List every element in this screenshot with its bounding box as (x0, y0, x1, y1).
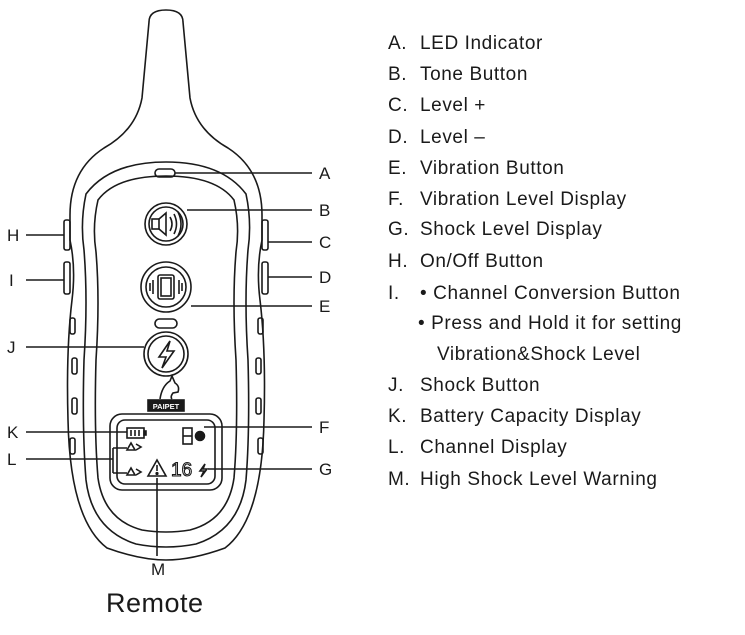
callout-c: C (319, 233, 331, 252)
tone-button[interactable] (144, 202, 188, 246)
side-button-level-plus[interactable] (261, 219, 269, 251)
legend-item-c: C. Level + (388, 95, 486, 117)
legend-key: F. (388, 189, 404, 210)
legend-text: Tone Button (420, 64, 529, 85)
remote-body-outline (66, 9, 266, 561)
side-grip-right-2 (255, 357, 262, 375)
shock-button[interactable] (143, 331, 189, 377)
legend-text: Vibration Level Display (420, 189, 627, 210)
legend-text: Vibration Button (420, 158, 565, 179)
callout-b: B (319, 201, 330, 220)
side-grip-right-4 (257, 437, 264, 455)
legend-item-a: A. LED Indicator (388, 33, 543, 55)
lightning-icon (157, 340, 176, 369)
legend-key: D. (388, 127, 409, 148)
shock-level-lightning-icon (198, 463, 209, 478)
legend-key: B. (388, 64, 408, 85)
side-button-on-off[interactable] (63, 219, 71, 251)
channel-b-icon (125, 466, 143, 476)
legend-item-k: K. Battery Capacity Display (388, 406, 641, 428)
vibration-button-ring (145, 266, 187, 308)
side-grip-left-4 (69, 437, 76, 455)
legend-text: High Shock Level Warning (420, 469, 658, 490)
legend-item-m: M. High Shock Level Warning (388, 469, 658, 491)
legend-text: Battery Capacity Display (420, 406, 642, 427)
legend-item-h: H. On/Off Button (388, 251, 544, 273)
legend-item-i-sub: • Press and Hold it for setting (418, 313, 682, 335)
legend-key: L. (388, 437, 406, 458)
legend-text: LED Indicator (420, 33, 543, 54)
shock-button-ring (147, 335, 185, 373)
brand-logo-icon (147, 373, 185, 412)
callout-j: J (7, 338, 16, 357)
side-button-channel[interactable] (63, 261, 71, 295)
legend-item-b: B. Tone Button (388, 64, 528, 86)
callout-k: K (7, 423, 19, 442)
legend-item-i: I. • Channel Conversion Button (388, 283, 681, 305)
legend-item-f: F. Vibration Level Display (388, 189, 627, 211)
legend-key: H. (388, 251, 409, 272)
pill-indicator (154, 318, 178, 329)
side-grip-left-2 (71, 357, 78, 375)
battery-icon (126, 427, 147, 439)
side-grip-left-3 (71, 397, 78, 415)
legend-text: Vibration&Shock Level (437, 344, 641, 365)
legend-text: Level + (420, 95, 486, 116)
callout-a: A (319, 164, 331, 183)
side-grip-left-1 (69, 317, 76, 335)
vibration-level-digit-icon (182, 427, 206, 445)
callout-e: E (319, 297, 330, 316)
legend-text: • Channel Conversion Button (420, 283, 681, 304)
legend-item-e: E. Vibration Button (388, 158, 564, 180)
brand-logo-text: PAIPET (153, 402, 180, 411)
tone-button-ring (148, 206, 184, 242)
leader-line-l (26, 447, 127, 474)
vibration-button[interactable] (140, 261, 192, 313)
legend-item-j: J. Shock Button (388, 375, 540, 397)
legend-text: On/Off Button (420, 251, 544, 272)
legend-key: G. (388, 219, 410, 240)
callout-d: D (319, 268, 331, 287)
callout-i: I (9, 271, 14, 290)
legend-key: A. (388, 33, 408, 54)
diagram-caption: Remote (106, 588, 204, 618)
legend-key: M. (388, 469, 411, 490)
remote-body-inner-outline (81, 161, 251, 548)
legend-item-g: G. Shock Level Display (388, 219, 602, 241)
legend-text: Shock Button (420, 375, 541, 396)
legend-key: J. (388, 375, 404, 396)
side-grip-right-3 (255, 397, 262, 415)
legend-text: Channel Display (420, 437, 568, 458)
legend-key: E. (388, 158, 408, 179)
legend-text: • Press and Hold it for setting (418, 313, 682, 334)
remote-face-panel (93, 175, 239, 533)
vibration-icon (149, 274, 183, 300)
side-grip-right-1 (257, 317, 264, 335)
legend-key: C. (388, 95, 409, 116)
lcd-screen-frame (109, 413, 223, 491)
legend-key: I. (388, 283, 400, 304)
speaker-icon (151, 211, 182, 237)
callout-l: L (7, 450, 16, 469)
legend-key: K. (388, 406, 408, 427)
legend-text: Level – (420, 127, 486, 148)
side-button-level-minus[interactable] (261, 261, 269, 295)
callout-m: M (151, 560, 165, 579)
channel-a-icon (125, 441, 143, 451)
legend-item-d: D. Level – (388, 127, 485, 149)
legend-item-l: L. Channel Display (388, 437, 567, 459)
callout-g: G (319, 460, 332, 479)
legend-item-i-sub2: Vibration&Shock Level (437, 344, 640, 366)
legend-text: Shock Level Display (420, 219, 603, 240)
lcd-screen (116, 419, 216, 485)
shock-level-digits: 16 (171, 460, 192, 481)
callout-f: F (319, 418, 329, 437)
callout-h: H (7, 226, 19, 245)
warning-triangle-icon (146, 458, 168, 477)
